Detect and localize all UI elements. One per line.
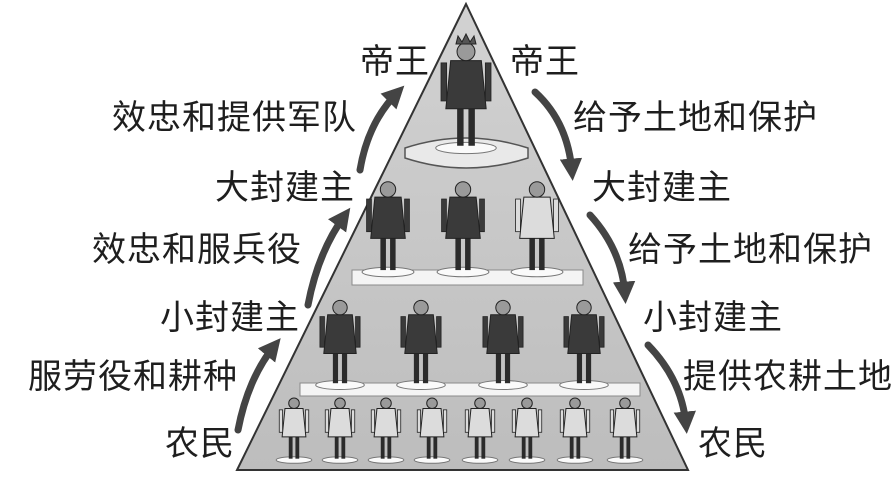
figure-peasant bbox=[413, 397, 451, 464]
arrow-lesser-to-great-lords bbox=[304, 207, 351, 309]
figure-peasant bbox=[606, 397, 644, 464]
arrow-peasants-to-lesser-lords bbox=[234, 338, 281, 434]
right-label-provide-farmland: 提供农耕土地 bbox=[683, 357, 893, 397]
figure-emperor bbox=[435, 42, 497, 155]
figure-peasant bbox=[461, 397, 499, 464]
left-label-lesser-lords: 小封建主 bbox=[160, 298, 300, 338]
crown-icon bbox=[455, 32, 477, 45]
figure-lesser-lord bbox=[559, 299, 609, 390]
figure-peasant bbox=[275, 397, 313, 464]
left-label-loyalty-and-troops: 效忠和提供军队 bbox=[112, 98, 357, 138]
figure-lesser-lord bbox=[478, 299, 528, 390]
figure-great-lord bbox=[510, 181, 564, 278]
left-label-peasants: 农民 bbox=[165, 424, 235, 464]
arrow-lesser-lords-to-peasants bbox=[644, 341, 696, 434]
figure-peasant bbox=[508, 397, 546, 464]
right-label-land-and-protection-mid: 给予土地和保护 bbox=[628, 230, 873, 270]
right-label-emperor: 帝王 bbox=[510, 42, 580, 82]
platform-lesser-lords bbox=[299, 382, 641, 397]
right-label-peasants: 农民 bbox=[698, 424, 768, 464]
arrow-emperor-to-great-lords bbox=[531, 88, 583, 181]
right-label-land-and-protection-top: 给予土地和保护 bbox=[573, 98, 818, 138]
figure-lesser-lord bbox=[315, 299, 365, 390]
figure-lesser-lord bbox=[396, 299, 446, 390]
left-label-great-lords: 大封建主 bbox=[215, 168, 355, 208]
figure-peasant bbox=[556, 397, 594, 464]
arrow-great-to-lesser-lords bbox=[586, 211, 636, 304]
left-label-loyalty-and-military-service: 效忠和服兵役 bbox=[92, 230, 302, 270]
figure-peasant bbox=[321, 397, 359, 464]
figure-great-lord bbox=[361, 181, 415, 278]
figure-great-lord bbox=[436, 181, 490, 278]
arrow-great-lords-to-emperor bbox=[356, 85, 405, 174]
left-label-emperor: 帝王 bbox=[360, 42, 430, 82]
left-label-labor-and-farming: 服劳役和耕种 bbox=[28, 357, 238, 397]
right-label-lesser-lords: 小封建主 bbox=[643, 298, 783, 338]
figure-peasant bbox=[367, 397, 405, 464]
right-label-great-lords: 大封建主 bbox=[592, 168, 732, 208]
